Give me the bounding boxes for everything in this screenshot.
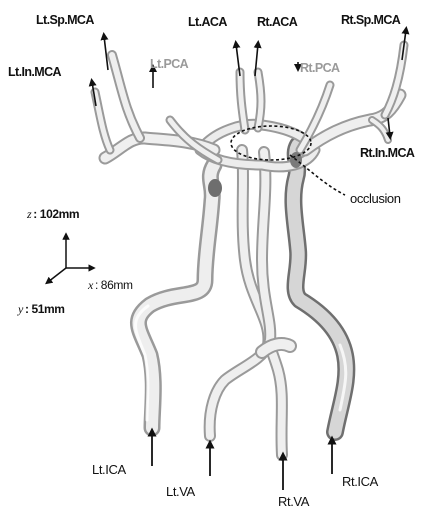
z-axis-label: z: 102mm — [26, 207, 79, 221]
label-lt-ica: Lt.ICA — [92, 462, 126, 477]
label-rt-sp-mca: Rt.Sp.MCA — [341, 13, 401, 27]
x-axis-value: : 86mm — [95, 278, 133, 292]
y-axis-line — [48, 268, 66, 282]
x-axis-label: x: 86mm — [87, 278, 133, 292]
label-lt-pca: Lt.PCA — [150, 57, 189, 71]
label-lt-in-mca: Lt.In.MCA — [8, 65, 61, 79]
label-rt-ica: Rt.ICA — [342, 474, 379, 489]
label-rt-pca: Rt.PCA — [300, 61, 340, 75]
label-rt-va: Rt.VA — [278, 494, 310, 509]
x-axis-var: x — [87, 278, 94, 292]
y-axis-label: y: 51mm — [17, 302, 65, 316]
z-axis-value: : 102mm — [33, 207, 79, 221]
label-lt-sp-mca: Lt.Sp.MCA — [36, 13, 94, 27]
label-lt-va: Lt.VA — [166, 484, 196, 499]
label-occlusion: occlusion — [350, 191, 401, 206]
lt-sp-mca-arrow — [104, 36, 108, 70]
label-rt-in-mca: Rt.In.MCA — [360, 146, 415, 160]
y-axis-value: : 51mm — [25, 302, 65, 316]
label-rt-aca: Rt.ACA — [257, 15, 298, 29]
bottom-arrows — [152, 432, 332, 490]
vessel-tree — [95, 45, 404, 455]
axis-triad — [48, 236, 92, 282]
y-axis-var: y — [17, 302, 24, 316]
label-lt-aca: Lt.ACA — [188, 15, 227, 29]
z-axis-var: z — [26, 207, 32, 221]
